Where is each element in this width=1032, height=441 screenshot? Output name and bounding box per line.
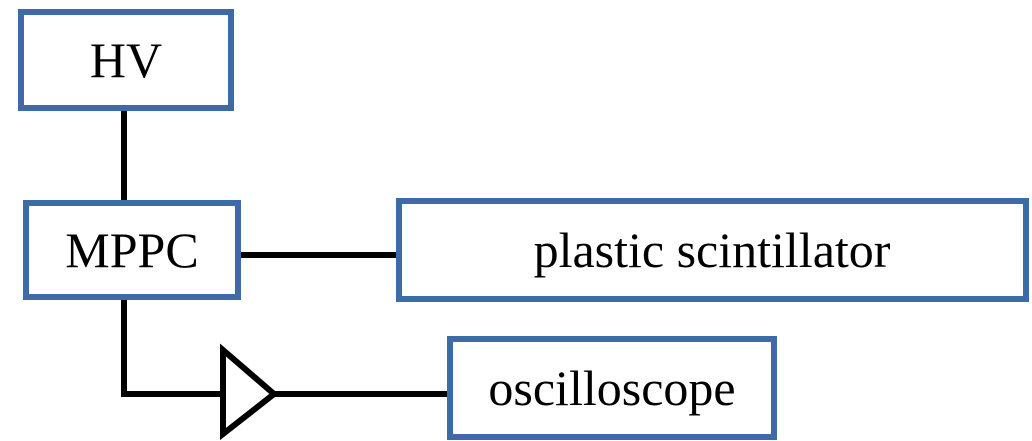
wire-mppc-to-amplifier <box>121 299 223 397</box>
oscilloscope-box <box>447 336 777 440</box>
amplifier-triangle-icon <box>220 343 279 441</box>
mppc-box <box>23 200 241 300</box>
oscilloscope-label: oscilloscope <box>488 360 735 416</box>
scintillator-block: plastic scintillator <box>396 198 1029 302</box>
hv-box <box>18 9 234 111</box>
oscilloscope-block: oscilloscope <box>447 336 777 440</box>
hv-label: HV <box>90 32 162 88</box>
hv-block: HV <box>18 9 234 111</box>
mppc-block: MPPC <box>23 200 241 300</box>
scintillator-label: plastic scintillator <box>534 222 891 278</box>
scintillator-box <box>396 198 1029 302</box>
mppc-label: MPPC <box>65 222 198 278</box>
